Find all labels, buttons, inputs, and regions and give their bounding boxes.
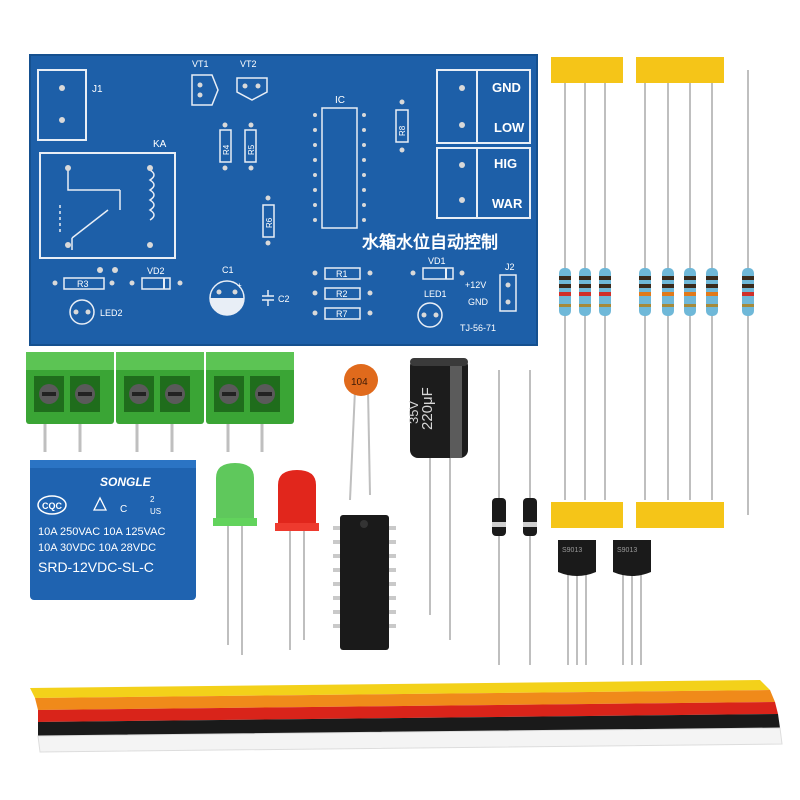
transistor-label: S9013 (617, 547, 637, 554)
ceramic-capacitor: 104 (344, 364, 378, 501)
label-ka: KA (153, 139, 167, 150)
resistor (579, 268, 591, 316)
relay-cert-num: 2 (150, 495, 155, 504)
relay-rating-2: 10A 30VDC 10A 28VDC (38, 542, 156, 554)
resistor-strip-right (636, 57, 724, 528)
transistor-label: S9013 (562, 547, 582, 554)
led-red (275, 470, 319, 650)
label-12v: +12V (465, 280, 486, 290)
resistor (639, 268, 651, 316)
label-r3: R3 (77, 279, 89, 289)
resistor (599, 268, 611, 316)
label-vd2: VD2 (147, 266, 165, 276)
electrolytic-capacitor: 220μF 35V (406, 358, 468, 640)
terminal-block (26, 352, 114, 452)
label-low: LOW (494, 120, 525, 135)
label-j1: J1 (92, 84, 103, 95)
label-vt1: VT1 (192, 59, 209, 69)
resistor (706, 268, 718, 316)
board-code: TJ-56-71 (460, 323, 496, 333)
cap-voltage: 35V (406, 401, 421, 424)
resistor-strip-left (551, 57, 623, 528)
label-gnd-small: GND (468, 297, 489, 307)
resistor (662, 268, 674, 316)
led-green (213, 463, 257, 655)
relay: SONGLE CQC C 2 US 10A 250VAC 10A 125VAC … (30, 460, 196, 600)
label-vt2: VT2 (240, 59, 257, 69)
label-r5: R5 (247, 144, 256, 155)
terminal-block (116, 352, 204, 452)
label-gnd: GND (492, 80, 521, 95)
label-r4: R4 (222, 144, 231, 155)
label-ic: IC (335, 95, 345, 106)
relay-rating-1: 10A 250VAC 10A 125VAC (38, 526, 165, 538)
relay-model: SRD-12VDC-SL-C (38, 559, 154, 575)
label-j2: J2 (505, 262, 515, 272)
label-led2: LED2 (100, 308, 123, 318)
relay-cert-c: C (120, 504, 127, 515)
label-r1: R1 (336, 269, 348, 279)
label-led1: LED1 (424, 289, 447, 299)
label-war: WAR (492, 196, 523, 211)
terminal-block (206, 352, 294, 452)
relay-cert-cqc: CQC (42, 501, 63, 511)
label-c1: C1 (222, 265, 234, 275)
board-title: 水箱水位自动控制 (362, 232, 498, 253)
cap-value: 220μF (419, 387, 436, 430)
label-c2: C2 (278, 294, 290, 304)
label-r6: R6 (265, 217, 274, 228)
ceramic-value: 104 (351, 377, 368, 388)
resistor-loose (742, 70, 754, 515)
label-r2: R2 (336, 289, 348, 299)
diode (492, 370, 506, 665)
ic-chip (333, 515, 396, 650)
resistor (684, 268, 696, 316)
label-hig: HIG (494, 156, 517, 171)
pcb-board: J1 KA VT1 VT2 R4 R5 R6 (29, 54, 538, 346)
resistor (559, 268, 571, 316)
relay-cert-us: US (150, 507, 161, 516)
diode (523, 370, 537, 665)
wire-bundle (30, 680, 783, 753)
transistor: S9013 (558, 540, 596, 665)
transistor: S9013 (613, 540, 651, 665)
relay-brand: SONGLE (100, 475, 152, 489)
label-r7: R7 (336, 309, 348, 319)
label-vd1: VD1 (428, 256, 446, 266)
label-r8: R8 (398, 125, 407, 136)
svg-text:+: + (237, 281, 242, 290)
